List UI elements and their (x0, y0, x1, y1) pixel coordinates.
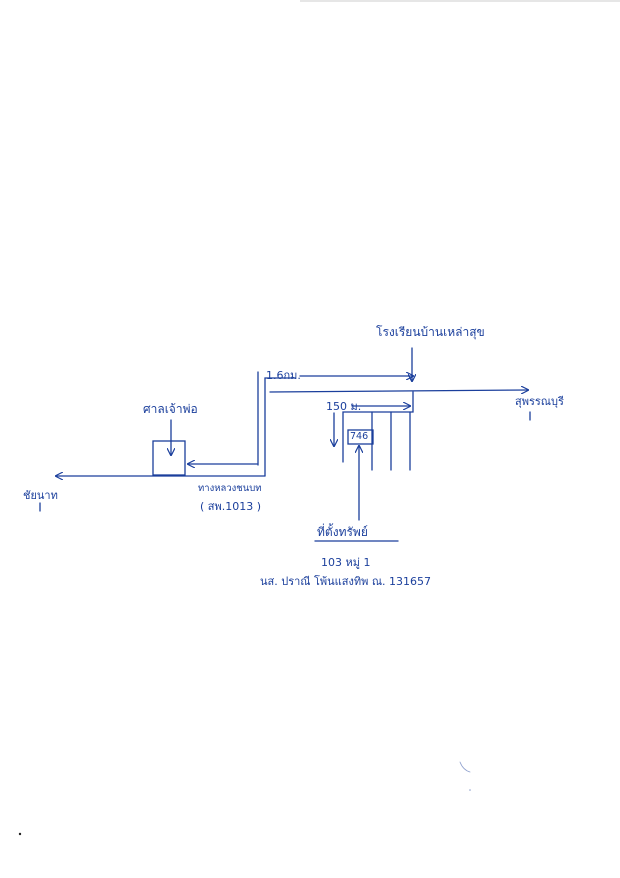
shrine-label: ศาลเจ้าพ่อ (143, 402, 198, 416)
destination-left-label: ชัยนาท (23, 489, 58, 502)
side-road-top (342, 391, 414, 463)
upper-road-right (269, 390, 528, 392)
scan-artifact-3 (18, 832, 22, 836)
connector-outer (264, 377, 296, 477)
scan-top-edge (300, 0, 620, 2)
road-code-label: ( สพ.1013 ) (200, 500, 262, 513)
distance-top-label: 1.6กม. (266, 369, 301, 382)
school-label: โรงเรียนบ้านเหล่าสุข (376, 325, 485, 339)
distance-150-label: 150 ม. (326, 400, 362, 413)
destination-right-label: สุพรรณบุรี (515, 395, 564, 408)
house-number-label: 746 (350, 431, 369, 442)
road-name-label: ทางหลวงชนบท (198, 483, 262, 494)
shrine-box (152, 440, 186, 476)
deed-line-label: นส. ปราณี โพ้นแสงทิพ ณ. 131657 (260, 575, 432, 588)
address-title-label: ที่ตั้งทรัพย์ (317, 525, 368, 539)
scan-artifact-2 (469, 789, 471, 791)
scan-artifact-1 (459, 761, 471, 773)
address-line-label: 103 หมู่ 1 (321, 556, 371, 569)
property-box (347, 429, 374, 445)
